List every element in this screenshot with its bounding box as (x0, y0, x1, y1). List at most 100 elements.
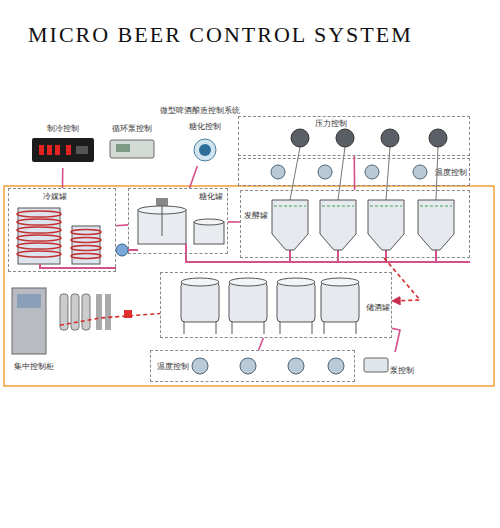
fermenter-tank (368, 200, 404, 250)
temperature-sensor (240, 358, 256, 374)
pipe-connector (60, 314, 160, 326)
controller-dial (199, 144, 211, 156)
pipe-connector (259, 338, 264, 350)
signal-frame (4, 186, 494, 386)
node-label: 温度控制 (435, 168, 467, 177)
group-box: 冷媒罐 (8, 188, 116, 272)
subtitle-label: 微型啤酒酿造控制系统 (160, 106, 240, 115)
cooling-coil (17, 243, 61, 249)
group-box: 压力控制 (238, 116, 470, 156)
device-box: 制冷控制 (28, 124, 98, 168)
node-label: 集中控制柜 (14, 362, 54, 371)
tank-top (229, 278, 267, 286)
device-box: 循环泵控制 (104, 124, 160, 164)
node-label: 发酵罐 (244, 211, 268, 220)
diagram-title: MICRO BEER CONTROL SYSTEM (28, 22, 413, 48)
node-label: 冷媒罐 (43, 192, 67, 201)
group-box: 糖化罐 (128, 188, 228, 254)
pump-controller (364, 358, 388, 372)
group-box: 发酵罐 (240, 190, 470, 258)
display-button (76, 146, 88, 154)
group-box: 温度控制 (150, 350, 355, 382)
tank-top (181, 278, 219, 286)
gas-cylinder (82, 294, 90, 330)
filter-column (96, 294, 102, 330)
pipe-connector (228, 221, 240, 223)
tank-top (277, 278, 315, 286)
refrigerant-tank (72, 226, 100, 264)
filter-column (105, 294, 111, 330)
temperature-sensor (328, 358, 344, 374)
bright-beer-tank (277, 282, 315, 322)
display-segment (55, 145, 60, 155)
node-label: 糖化控制 (189, 122, 221, 131)
node-label: 糖化罐 (199, 192, 223, 201)
refrigerant-tank (18, 208, 60, 264)
tank-lid (194, 219, 224, 225)
tank-leg (184, 322, 356, 334)
temperature-sensor (288, 358, 304, 374)
gauge-wire (386, 147, 390, 200)
device-box: 泵控制 (362, 352, 422, 380)
node-label: 储酒罐 (366, 303, 390, 312)
gauge-wire (338, 147, 345, 200)
pipe-connector (190, 166, 198, 188)
cooling-coil (71, 254, 101, 259)
temperature-sensor (413, 165, 427, 179)
temperature-sensor (271, 165, 285, 179)
node-label: 制冷控制 (47, 124, 79, 133)
node-label: 压力控制 (315, 119, 347, 128)
pipe-connector (62, 168, 64, 188)
mash-controller (194, 139, 216, 161)
pipe-connector (116, 224, 128, 227)
temperature-sensor (365, 165, 379, 179)
display-segment (47, 145, 52, 155)
gas-cylinder (71, 294, 79, 330)
pipe-connector (392, 328, 400, 352)
valve-symbol (124, 310, 132, 318)
device-box: 糖化控制 (180, 122, 230, 166)
bright-beer-tank (181, 282, 219, 322)
gauge-wire (290, 147, 300, 200)
cooling-coil (17, 211, 61, 217)
node-label: 温度控制 (157, 362, 189, 371)
cooling-jacket (274, 206, 452, 207)
gas-cylinder (60, 294, 68, 330)
node-label: 循环泵控制 (112, 124, 152, 133)
pump-controller (110, 140, 154, 158)
agitator-motor (156, 198, 168, 206)
pressure-gauge (381, 129, 399, 147)
control-cabinet (12, 288, 46, 354)
pipe-connector (384, 258, 420, 301)
controller-panel (116, 144, 130, 152)
cooling-coil (17, 235, 61, 241)
fermenter-tank (272, 200, 308, 250)
device-box: 集中控制柜 (8, 284, 60, 376)
cooling-coil (71, 230, 101, 235)
cooling-coil (17, 219, 61, 225)
cooling-coil (71, 238, 101, 243)
cooling-coil (71, 246, 101, 251)
fermenter-tank (418, 200, 454, 250)
group-box: 温度控制 (238, 158, 470, 186)
node-label: 泵控制 (390, 366, 414, 375)
pressure-gauge (336, 129, 354, 147)
cooling-coil (17, 227, 61, 233)
temperature-sensor (192, 358, 208, 374)
process-pipe (40, 244, 470, 268)
display-segment (66, 145, 71, 155)
display-segment (39, 145, 44, 155)
fermenter-tank (320, 200, 356, 250)
pump-symbol (116, 244, 128, 256)
cabinet-panel (17, 294, 41, 308)
pressure-gauge (291, 129, 309, 147)
bright-beer-tank (229, 282, 267, 322)
cooling-coil (17, 251, 61, 257)
controller-display (32, 138, 94, 162)
group-box: 储酒罐 (160, 272, 392, 338)
agitator-shaft (162, 206, 163, 236)
